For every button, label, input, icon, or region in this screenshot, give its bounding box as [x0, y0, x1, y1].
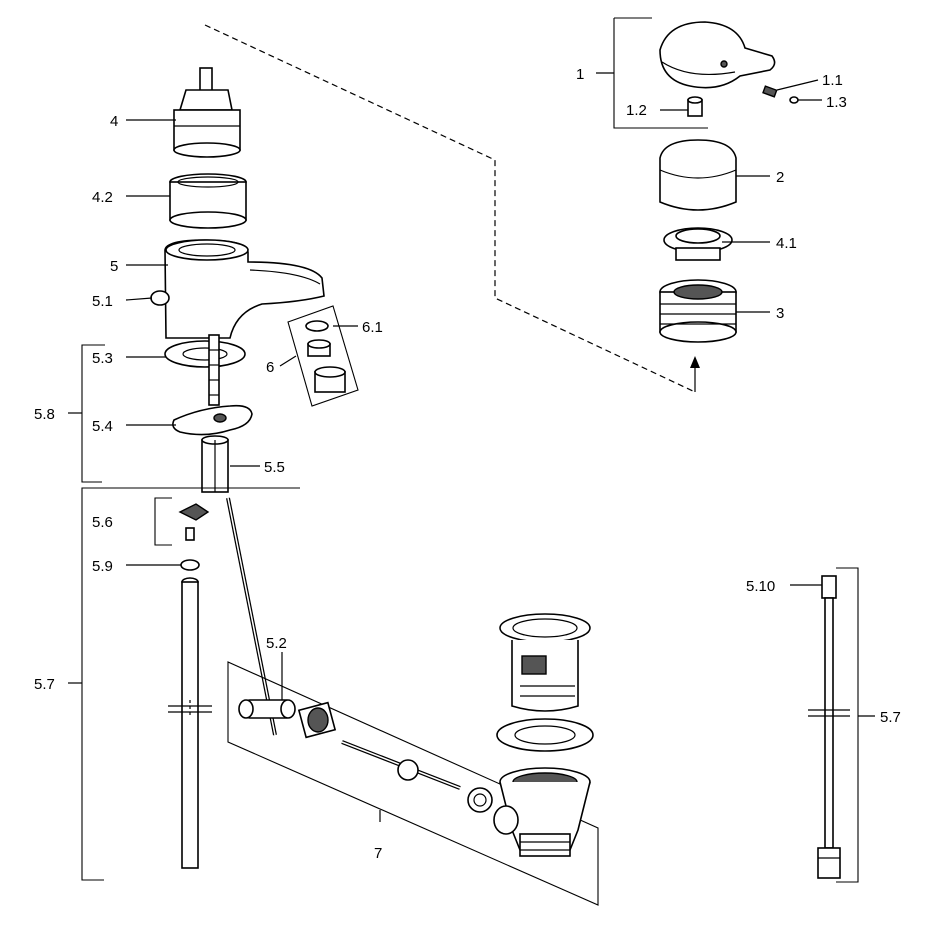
adapter-ring [663, 227, 733, 261]
handle-screw [762, 85, 778, 98]
label-6-1: 6.1 [362, 319, 383, 336]
label-6: 6 [266, 359, 274, 376]
bracket-1 [613, 18, 708, 129]
drain-body [493, 767, 591, 857]
bracket-5-6 [154, 497, 172, 546]
handle-insert [687, 96, 703, 117]
spacer-sleeve [169, 173, 247, 229]
handle-lever [659, 21, 776, 89]
base-gasket [164, 340, 246, 368]
bonnet-nut [659, 279, 737, 343]
label-1-1: 1.1 [822, 72, 843, 89]
label-1: 1 [576, 66, 584, 83]
assembly-arrow-head [690, 356, 700, 368]
label-1-3: 1.3 [826, 94, 847, 111]
assembly-dashed-path [204, 24, 696, 393]
label-4-1: 4.1 [776, 235, 797, 252]
cartridge [173, 67, 241, 158]
o-ring [180, 559, 200, 571]
mounting-bracket [172, 404, 253, 436]
label-5-1: 5.1 [92, 293, 113, 310]
label-5-5: 5.5 [264, 459, 285, 476]
label-5-7-left: 5.7 [34, 676, 55, 693]
label-3: 3 [776, 305, 784, 322]
pivot-nut [297, 701, 337, 739]
label-4: 4 [110, 113, 118, 130]
label-7: 7 [374, 845, 382, 862]
pivot-clevis [238, 699, 296, 719]
cap-dome [659, 139, 737, 211]
part-labels: 1 1.1 1.2 1.3 2 3 4 4.1 4.2 5 5.1 5.2 5.… [34, 66, 901, 862]
drain-flange-gasket [496, 718, 594, 752]
label-5-3: 5.3 [92, 350, 113, 367]
label-5-6: 5.6 [92, 514, 113, 531]
aerator-parts [305, 320, 346, 393]
label-2: 2 [776, 169, 784, 186]
bracket-7 [227, 661, 599, 906]
label-5-2: 5.2 [266, 635, 287, 652]
leader-lines [68, 79, 875, 822]
label-1-2: 1.2 [626, 102, 647, 119]
label-5-9: 5.9 [92, 558, 113, 575]
flexible-hose [808, 575, 850, 879]
label-5: 5 [110, 258, 118, 275]
pivot-seal [467, 787, 493, 813]
label-4-2: 4.2 [92, 189, 113, 206]
bracket-5-7-left [81, 487, 300, 881]
faucet-body [150, 239, 325, 339]
supply-pipe [168, 577, 212, 869]
bracket-6 [287, 305, 359, 407]
label-5-7-right: 5.7 [880, 709, 901, 726]
label-5-10: 5.10 [746, 578, 775, 595]
bracket-5-7-right [836, 567, 859, 883]
drain-plug [499, 613, 591, 712]
threaded-stud [208, 334, 220, 406]
pivot-rod [341, 740, 461, 790]
label-5-8: 5.8 [34, 406, 55, 423]
label-5-4: 5.4 [92, 418, 113, 435]
mounting-nut [201, 435, 229, 493]
handle-plug [789, 96, 799, 104]
fitting-screws [178, 503, 210, 541]
